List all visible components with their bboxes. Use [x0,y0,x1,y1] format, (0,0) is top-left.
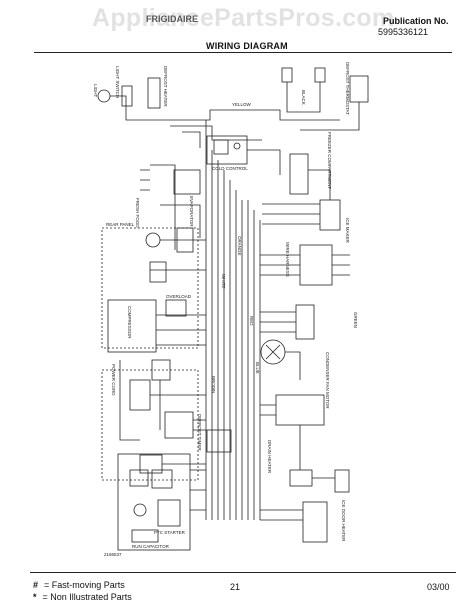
watermark-text: AppliancePartsPros.com [92,4,395,32]
ice-door-heater-block [275,394,325,426]
label-white: WHITE [221,274,226,289]
publication-label: Publication No. [383,16,449,26]
defrost-heater-block [173,169,201,195]
label-red: RED [249,316,254,326]
label-black: BLACK [301,90,306,105]
compressor-box [107,299,157,353]
run-capacitor [131,529,159,543]
label-timer: DEFROST TIMER [197,414,202,451]
legend-fast-symbol: # [33,580,39,590]
condenser-fan-block [295,304,315,340]
label-orange: ORANGE [237,236,242,256]
rear-panel-outline [101,227,199,349]
evaporator-fan-motor [289,153,309,195]
legend-nonillus-symbol: * [33,592,37,602]
brand-name: FRIGIDAIRE [146,14,199,24]
freezer-terminal-block [319,199,341,231]
label-fresh-food: FRESH FOOD [135,198,140,228]
label-ice-maker: ICE MAKER [345,218,350,244]
legend-nonillus-label: = Non Illustrated Parts [42,592,132,602]
legend-fast-moving: # = Fast-moving Parts [33,580,125,590]
ice-maker-connector [299,244,333,286]
defrost-timer [164,411,194,439]
bottom-rule [30,572,456,573]
publication-date: 03/00 [427,582,450,592]
label-brown: BROWN [211,376,216,393]
publication-number: 5995336121 [378,27,429,37]
light-socket-right-1 [281,67,293,83]
label-part-code: 2166537 [104,552,122,557]
ptc-starter-box [117,453,191,551]
top-rule [34,52,452,53]
label-cold-control: COLD CONTROL [212,166,248,171]
label-condenser-fan-motor: CONDENSER FAN MOTOR [325,352,330,409]
label-rear-panel: REAR PANEL [106,222,135,227]
label-light: LIGHT [93,84,98,98]
label-ground: GREEN [353,312,358,328]
light-socket-right-2 [314,67,326,83]
ice-door-switch [334,469,350,493]
ice-door-heater [302,501,328,543]
label-blue: BLUE [255,362,260,374]
ptc-starter [157,499,181,527]
label-run-capacitor: RUN CAPACITOR [132,544,170,549]
light-bulb-left [97,89,111,103]
page-title: WIRING DIAGRAM [206,41,288,51]
label-wire-harness: WIRE HARNESS [285,242,290,277]
defrost-terminal-block [147,77,161,109]
legend-non-illustrated: * = Non Illustrated Parts [33,592,132,602]
label-defrost-thermostat: DEFROST THERMOSTAT [345,62,350,115]
label-ptc-starter: PTC STARTER [154,530,186,535]
fresh-food-fan-motor [145,232,161,248]
light-switch-right [349,75,369,103]
label-overload: OVERLOAD [166,294,192,299]
label-evaporator: EVAPORATOR [189,196,194,227]
label-drain-heater: DRAIN HEATER [267,440,272,474]
light-switch-left [121,85,133,107]
label-yellow: YELLOW [232,102,252,107]
label-light-switch: LIGHT SWITCH [115,66,120,98]
label-power-cord: POWER CORD [111,364,116,396]
label-ice-door-heater: ICE DOOR HEATER [341,500,346,542]
label-compressor: COMPRESSOR [127,306,132,339]
page-number: 21 [230,582,241,592]
wire-light-left [110,95,150,121]
legend-fast-label: = Fast-moving Parts [44,580,125,590]
label-defrost-heater: DEFROST HEATER [163,66,168,107]
label-freezer-compartment: FREEZER COMPARTMENT [327,132,332,189]
